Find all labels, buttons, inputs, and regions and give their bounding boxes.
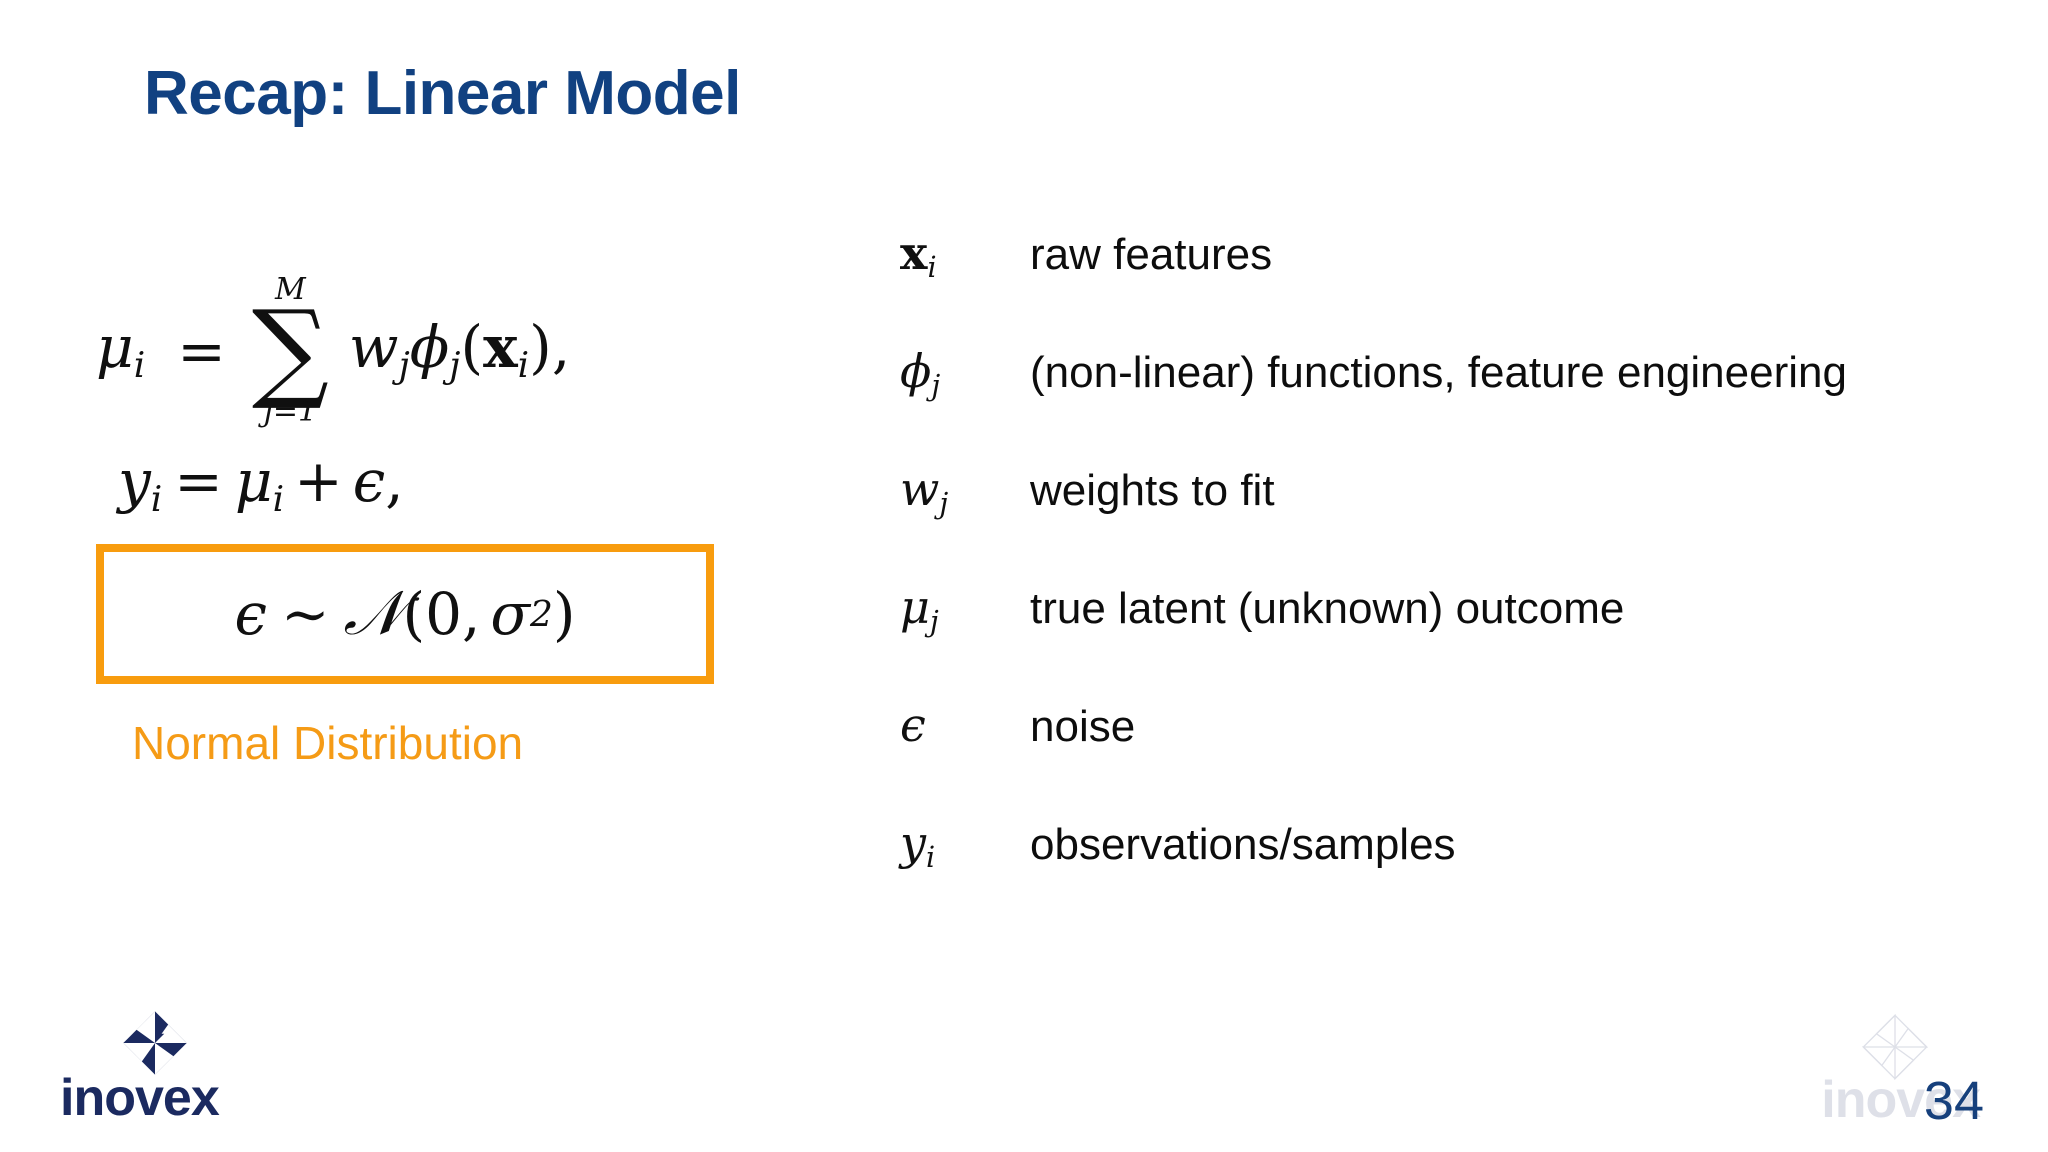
legend-symbol-y: yi [900,816,936,874]
legend-row: yi observations/samples [900,820,1960,938]
normal-distribution-symbol: 𝒩 [343,578,403,650]
inovex-diamond-icon [123,1011,187,1075]
close-paren: ) [529,312,552,381]
y-symbol: y [118,447,151,515]
brand-logo: inovex [60,1010,250,1130]
x-vector-symbol: x [483,312,518,381]
mean-value: 0 [425,580,462,649]
legend-row: ϵ noise [900,702,1960,820]
mu-subscript: i [133,345,146,387]
footer-watermark: inovex 34 [1786,1012,2006,1142]
epsilon-symbol: ϵ [352,447,386,515]
close-paren: ) [552,580,576,649]
y-subscript: i [150,479,163,521]
trailing-comma: , [551,312,571,381]
weight-subscript: j [398,345,410,387]
page-title: Recap: Linear Model [144,59,741,128]
phi-subscript: j [449,345,461,387]
sum-upper-limit: M [275,271,306,307]
legend-description: observations/samples [1030,820,1456,869]
legend-description: true latent (unknown) outcome [1030,584,1625,633]
sum-lower-limit: j=1 [263,394,318,430]
mu-subscript: i [272,479,285,521]
summation-operator: M ∑ j=1 [251,271,329,430]
legend-description: weights to fit [1030,466,1275,515]
legend-symbol-w: wj [900,462,949,520]
weight-symbol: w [348,312,399,381]
equation-mu-definition: μi = M ∑ j=1 wjϕj(xi), [96,236,796,466]
mu-symbol: μ [234,447,273,515]
mu-symbol: μ [96,312,134,381]
inovex-diamond-watermark-icon [1862,1014,1928,1080]
legend-symbol-mu: μj [900,580,939,638]
legend-row: xi raw features [900,230,1960,348]
symbol-legend: xi raw features ϕj (non-linear) function… [900,230,1960,938]
plus-sign: + [294,447,343,515]
sigma-exponent: 2 [530,593,553,635]
open-paren: ( [402,580,426,649]
equation-one-lhs: μi [96,318,145,384]
legend-description: (non-linear) functions, feature engineer… [1030,348,1847,397]
page-number: 34 [1923,1071,1984,1131]
trailing-comma: , [385,447,404,515]
argument-separator: , [461,580,481,649]
legend-description: raw features [1030,230,1273,279]
brand-wordmark: inovex [60,1069,220,1127]
legend-symbol-x: xi [900,226,937,284]
sigma-glyph: ∑ [251,287,329,413]
legend-symbol-epsilon: ϵ [900,698,926,752]
distributed-as-sign: ∼ [280,580,330,649]
legend-row: μj true latent (unknown) outcome [900,584,1960,702]
normal-distribution-caption: Normal Distribution [132,717,524,770]
sigma-symbol: σ [490,580,531,649]
equation-y-definition: yi=μi+ϵ, [118,452,796,518]
phi-symbol: ϕ [409,312,450,381]
equals-sign: = [177,317,226,385]
legend-row: ϕj (non-linear) functions, feature engin… [900,348,1960,466]
equation-one-rhs: wjϕj(xi), [349,318,570,384]
open-paren: ( [460,312,484,381]
legend-symbol-phi: ϕj [900,344,941,402]
x-subscript: i [517,345,530,387]
brand-wordmark-watermark: inovex [1821,1071,1981,1129]
legend-row: wj weights to fit [900,466,1960,584]
epsilon-symbol: ϵ [234,580,267,649]
legend-description: noise [1030,702,1136,751]
equals-sign: = [174,447,223,515]
